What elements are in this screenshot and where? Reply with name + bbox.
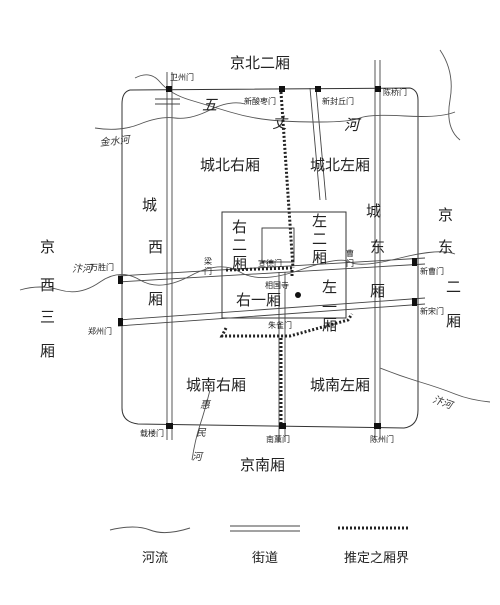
gate-label-liang-2: 门 — [204, 266, 212, 276]
gate-label-cao-2: 门 — [346, 258, 354, 268]
region-left-two-1: 左 — [312, 212, 327, 230]
gate-wansheng — [118, 276, 123, 284]
region-east-outer-2: 东 — [438, 238, 453, 256]
gate-label-zheng: 郑州门 — [88, 326, 112, 336]
region-west-outer-3: 三 — [40, 308, 55, 326]
outer-city-wall — [121, 87, 419, 429]
streets — [117, 60, 426, 442]
bian-river-east — [379, 367, 491, 403]
gate-label-nanxun: 南薰门 — [266, 434, 290, 444]
river-label-huimin-2: 民 — [196, 428, 207, 439]
region-south-outer: 京南厢 — [240, 456, 285, 474]
region-right-two-2: 二 — [232, 236, 247, 254]
river-label-jinshui: 金水河 — [99, 134, 132, 149]
region-left-two-2: 二 — [312, 230, 327, 248]
region-north-right: 城北右厢 — [200, 156, 260, 174]
legend: 河流 街道 推定之厢界 — [109, 525, 410, 566]
palace-city — [261, 227, 295, 263]
gate-label-chenqiao: 陈桥门 — [383, 87, 407, 97]
temple-label: 相国寺 — [265, 280, 289, 290]
legend-river-swatch — [109, 526, 191, 534]
huimin-river — [191, 389, 211, 461]
gate-nanxun — [279, 423, 286, 429]
gate-xin-cao — [412, 258, 417, 266]
river-label-huimin-1: 惠 — [200, 399, 212, 411]
region-west-city-2: 西 — [148, 238, 163, 256]
gate-label-wansheng: 万胜门 — [90, 262, 114, 272]
gate-xin-song — [412, 298, 417, 306]
region-west-city-1: 城 — [142, 196, 157, 214]
region-south-right: 城南右厢 — [186, 376, 246, 394]
ward-boundaries — [219, 91, 354, 424]
region-west-outer-2: 西 — [40, 276, 55, 294]
region-right-one: 右一厢 — [236, 291, 281, 309]
region-east-city-1: 城 — [366, 202, 381, 220]
river-label-bian-west: 汴河 — [72, 263, 94, 275]
region-east-city-3: 厢 — [370, 282, 385, 300]
gate-chenzhou — [374, 423, 381, 429]
river-label-wuzhang-1: 五 — [202, 96, 218, 114]
gate-xin-suanzao — [279, 86, 285, 92]
gate-label-xin-song: 新宋门 — [420, 306, 444, 316]
temple-marker — [295, 292, 301, 298]
legend-river-label: 河流 — [142, 551, 168, 566]
river-label-huimin-3: 河 — [192, 451, 204, 463]
region-left-one-3: 厢 — [322, 316, 337, 334]
river-label-wuzhang-2: 丈 — [272, 114, 289, 132]
gate-xin-fengqiu — [315, 86, 321, 92]
region-left-one-2: 一 — [322, 298, 337, 316]
gate-label-wei: 卫州门 — [170, 72, 194, 82]
gate-chenqiao — [375, 86, 381, 92]
gate-label-xin-fengqiu: 新封丘门 — [322, 96, 354, 106]
gate-label-xin-suanzao: 新酸枣门 — [244, 96, 276, 106]
inner-city-wall — [221, 211, 347, 319]
region-left-one-1: 左 — [322, 278, 337, 296]
gate-label-xuande: 宣德门 — [258, 258, 282, 268]
region-west-outer-1: 京 — [40, 238, 55, 256]
region-north-left: 城北左厢 — [310, 156, 370, 174]
gates-marks — [118, 86, 417, 429]
mountain-stream — [439, 49, 461, 141]
gate-dailou — [166, 423, 173, 429]
gate-label-xin-cao: 新曹门 — [420, 266, 444, 276]
legend-street-label: 街道 — [252, 551, 278, 566]
river-label-bian-east: 汴河 — [431, 394, 456, 413]
region-right-two-3: 厢 — [232, 254, 247, 272]
region-east-outer-3: 二 — [446, 278, 461, 296]
region-east-city-2: 东 — [370, 238, 385, 256]
gate-label-liang-1: 梁 — [204, 257, 212, 266]
river-label-wuzhang-3: 河 — [344, 116, 362, 134]
region-north-outer: 京北二厢 — [230, 54, 290, 72]
gate-wei — [166, 86, 172, 92]
legend-boundary-label: 推定之厢界 — [344, 551, 409, 566]
region-east-outer-4: 厢 — [446, 312, 461, 330]
region-west-city-3: 厢 — [148, 290, 163, 308]
region-right-two-1: 右 — [232, 218, 247, 236]
jinshui-river — [94, 102, 246, 130]
region-west-outer-4: 厢 — [40, 342, 55, 360]
gate-label-dailou: 载楼门 — [140, 428, 164, 438]
gate-label-cao-1: 曹 — [346, 248, 354, 258]
gate-label-zhuque: 朱雀门 — [268, 320, 292, 330]
region-south-left: 城南左厢 — [310, 376, 370, 394]
gate-zheng — [118, 318, 123, 326]
bian-river — [19, 251, 456, 293]
region-east-outer-1: 京 — [438, 206, 453, 224]
rivers — [19, 49, 491, 461]
gate-label-chenzhou: 陈州门 — [370, 434, 394, 444]
region-left-two-3: 厢 — [312, 248, 327, 266]
